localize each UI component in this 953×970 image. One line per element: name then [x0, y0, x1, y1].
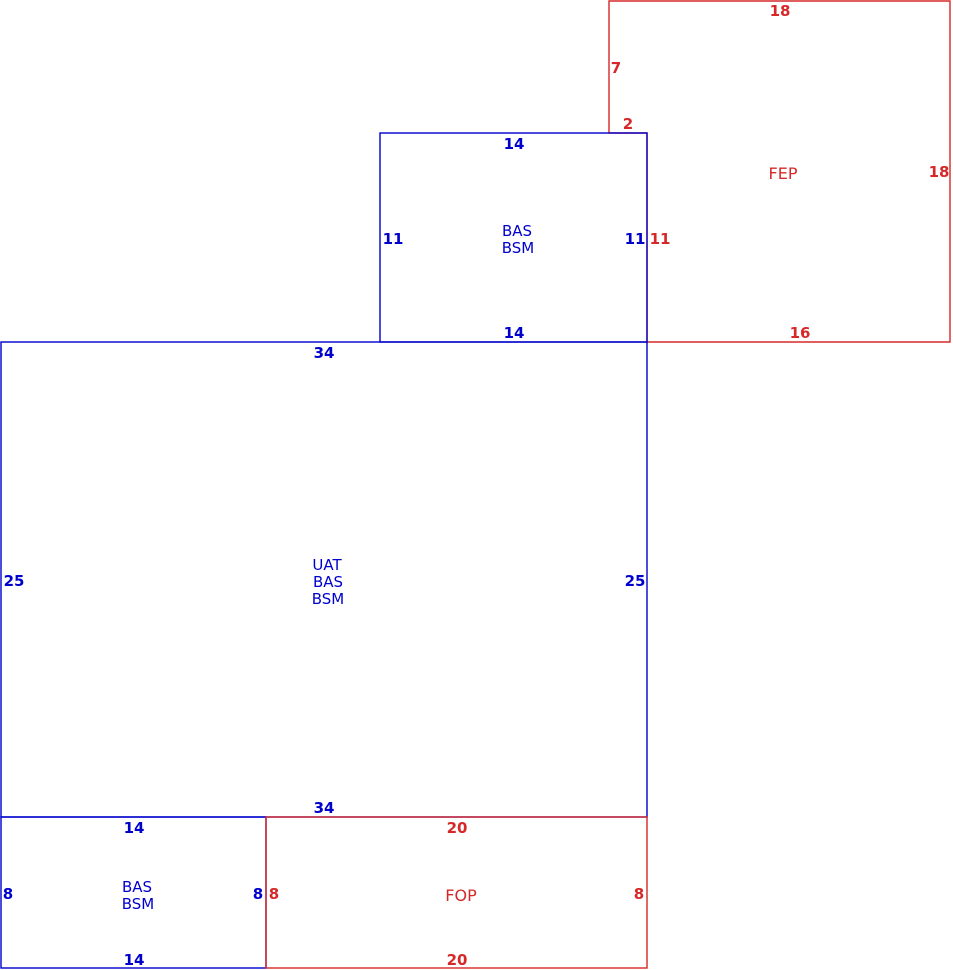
room-fep-dim-left-lower: 11 [650, 230, 671, 248]
room-lower-left-label-2: BSM [122, 895, 155, 913]
room-upper-dim-top: 14 [504, 135, 525, 153]
room-fep-label: FEP [769, 164, 798, 183]
room-upper-dim-bottom: 14 [504, 324, 525, 342]
room-fep-dim-right: 18 [929, 163, 950, 181]
room-fep-dim-left-upper: 7 [611, 59, 621, 77]
room-main-label-1: UAT [312, 556, 342, 574]
room-upper: 14 11 11 14 BAS BSM [379, 132, 648, 343]
room-lower-left-dim-left: 8 [3, 885, 13, 903]
room-lower-left-dim-right: 8 [253, 885, 263, 903]
room-lower-left-label-1: BAS [122, 878, 152, 896]
room-main-dim-top: 34 [314, 344, 335, 362]
room-main-dim-bottom: 34 [314, 799, 335, 817]
room-fep-dim-bottom: 16 [790, 324, 811, 342]
room-main: 34 25 25 34 UAT BAS BSM [0, 341, 648, 818]
room-lower-left-dim-bottom: 14 [124, 951, 145, 969]
room-fop-dim-top: 20 [447, 819, 468, 837]
room-main-dim-left: 25 [4, 572, 25, 590]
room-upper-label-1: BAS [502, 222, 532, 240]
room-main-label-3: BSM [312, 590, 345, 608]
room-upper-dim-left: 11 [383, 230, 404, 248]
room-fop-dim-bottom: 20 [447, 951, 468, 969]
room-main-dim-right: 25 [625, 572, 646, 590]
room-fep-dim-notch: 2 [623, 115, 633, 133]
room-upper-label-2: BSM [502, 239, 535, 257]
room-fop-dim-left: 8 [269, 885, 279, 903]
room-fep: 18 7 2 18 11 16 FEP [608, 0, 951, 343]
room-fop-label: FOP [445, 886, 477, 905]
room-upper-dim-right: 11 [625, 230, 646, 248]
room-lower-left: 14 8 8 14 BAS BSM [0, 816, 267, 969]
room-lower-left-dim-top: 14 [124, 819, 145, 837]
room-fop-outline [265, 816, 648, 969]
room-fop: 20 8 8 20 FOP [265, 816, 648, 969]
room-main-label-2: BAS [313, 573, 343, 591]
room-fop-dim-right: 8 [634, 885, 644, 903]
room-fep-dim-top: 18 [770, 2, 791, 20]
